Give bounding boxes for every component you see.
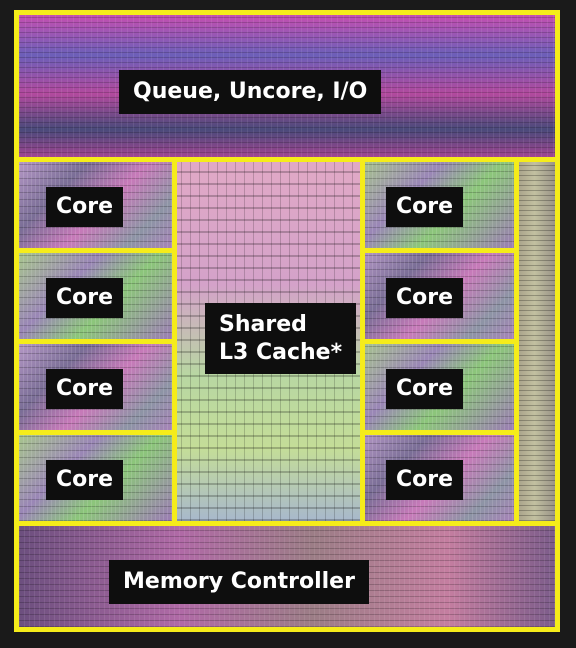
core-left-2-label: Core	[46, 278, 124, 318]
memory-controller-outline	[19, 521, 555, 627]
right-io-strip	[514, 158, 555, 521]
core-right-4-label: Core	[386, 460, 464, 500]
core-right-1-label: Core	[386, 187, 464, 227]
core-left-1-label: Core	[46, 187, 124, 227]
core-left-4-label: Core	[46, 460, 124, 500]
core-left-3-label: Core	[46, 369, 124, 409]
uncore-label: Queue, Uncore, I/O	[119, 70, 382, 114]
l3-cache-label: Shared L3 Cache*	[205, 303, 357, 374]
core-right-3-label: Core	[386, 369, 464, 409]
uncore-outline	[19, 15, 555, 162]
cpu-die: Queue, Uncore, I/O Core Core Core Core S…	[14, 10, 560, 632]
core-right-2-label: Core	[386, 278, 464, 318]
memory-controller-label: Memory Controller	[109, 560, 369, 604]
